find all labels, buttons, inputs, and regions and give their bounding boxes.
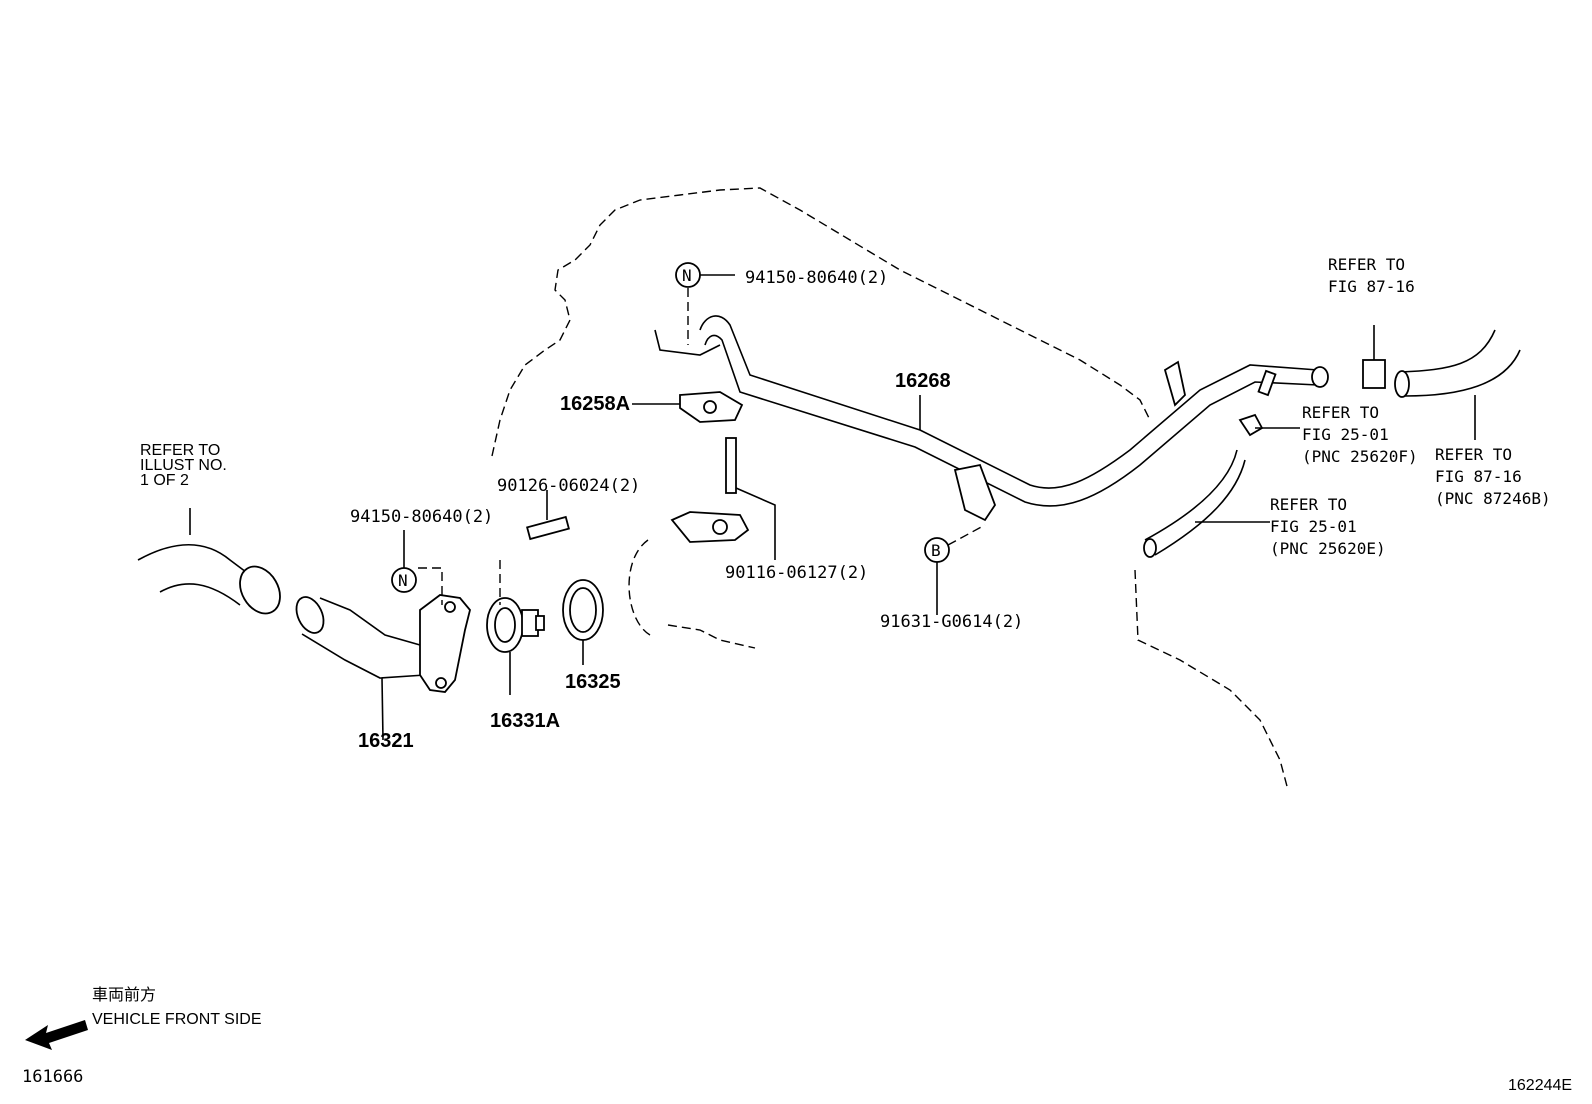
housing-flange	[628, 511, 750, 636]
svg-text:REFER TO: REFER TO	[1270, 495, 1347, 514]
ref-fig87-top: REFER TO FIG 87-16	[1328, 255, 1415, 296]
svg-text:N: N	[398, 571, 408, 590]
gasket-16325	[562, 579, 604, 665]
label-16268: 16268	[895, 370, 951, 392]
label-90116: 90116-06127(2)	[725, 563, 868, 583]
stud-90116	[725, 437, 776, 560]
svg-text:N: N	[682, 266, 692, 285]
label-16325: 16325	[565, 671, 621, 693]
thermostat-16331A	[486, 597, 545, 695]
stud-90126	[526, 490, 570, 541]
svg-text:FIG 87-16: FIG 87-16	[1435, 467, 1522, 486]
hose-clip	[1362, 325, 1386, 389]
engine-outline	[491, 187, 1289, 791]
svg-text:FIG 25-01: FIG 25-01	[1270, 517, 1357, 536]
svg-text:REFER TO: REFER TO	[140, 442, 220, 459]
footer-left-code: 161666	[22, 1067, 83, 1087]
marker-n-left: N	[391, 530, 443, 605]
label-16331A: 16331A	[490, 710, 560, 732]
upper-radiator-hose	[137, 508, 281, 615]
svg-text:(PNC 25620E): (PNC 25620E)	[1270, 539, 1386, 558]
vehicle-front-indicator: 車両前方 VEHICLE FRONT SIDE	[25, 986, 262, 1050]
gasket-16258A	[632, 391, 744, 423]
arrow-left-icon	[25, 1020, 88, 1050]
water-pipe-16268	[654, 315, 1329, 522]
ref-fig25-f: REFER TO FIG 25-01 (PNC 25620F)	[1302, 403, 1418, 466]
svg-text:(PNC 87246B): (PNC 87246B)	[1435, 489, 1551, 508]
heater-hose	[1394, 329, 1521, 440]
label-16321: 16321	[358, 730, 414, 752]
ref-illust: REFER TO ILLUST NO. 1 OF 2	[140, 442, 227, 489]
svg-text:B: B	[931, 541, 941, 560]
label-90126: 90126-06024(2)	[497, 476, 640, 496]
label-94150-top: 94150-80640(2)	[745, 268, 888, 288]
water-inlet-16321	[295, 594, 471, 741]
marker-b: B	[924, 524, 986, 615]
vehicle-front-en: VEHICLE FRONT SIDE	[92, 1011, 262, 1028]
svg-text:(PNC 25620F): (PNC 25620F)	[1302, 447, 1418, 466]
marker-n-top: N	[675, 262, 735, 345]
footer-right-code: 162244E	[1508, 1077, 1572, 1094]
svg-text:REFER TO: REFER TO	[1435, 445, 1512, 464]
svg-text:REFER TO: REFER TO	[1328, 255, 1405, 274]
svg-text:FIG 25-01: FIG 25-01	[1302, 425, 1389, 444]
svg-text:REFER TO: REFER TO	[1302, 403, 1379, 422]
svg-text:ILLUST NO.: ILLUST NO.	[140, 457, 227, 474]
ref-fig87-right: REFER TO FIG 87-16 (PNC 87246B)	[1435, 445, 1551, 508]
label-94150-left: 94150-80640(2)	[350, 507, 493, 527]
svg-text:FIG 87-16: FIG 87-16	[1328, 277, 1415, 296]
small-hose	[1143, 413, 1300, 558]
label-91631: 91631-G0614(2)	[880, 612, 1023, 632]
label-16258A: 16258A	[560, 393, 630, 415]
vehicle-front-jp: 車両前方	[92, 986, 156, 1004]
ref-fig25-e: REFER TO FIG 25-01 (PNC 25620E)	[1270, 495, 1386, 558]
svg-text:1 OF 2: 1 OF 2	[140, 472, 189, 489]
